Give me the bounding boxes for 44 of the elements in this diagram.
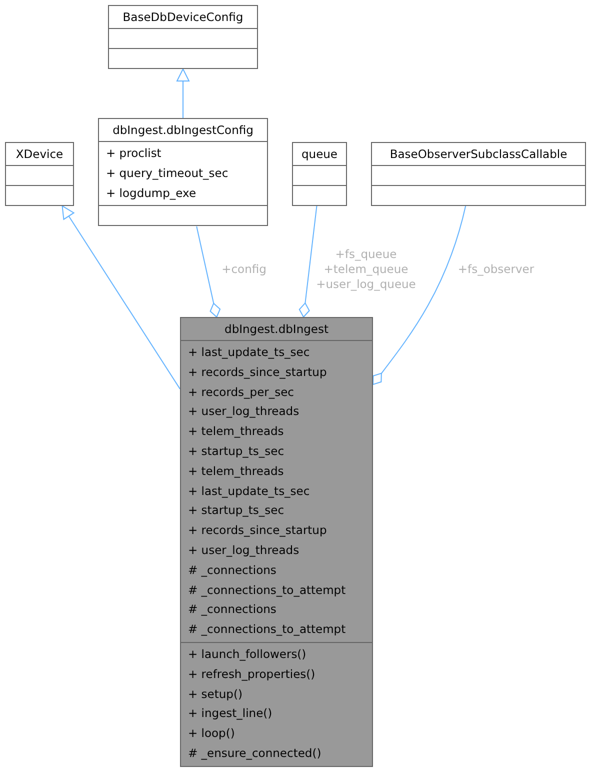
class-box xyxy=(98,118,268,226)
member-text: + startup_ts_sec xyxy=(188,502,286,520)
member-text: # _ensure_connected() xyxy=(188,744,322,762)
class-name: queue xyxy=(300,146,339,163)
member-text: + records_since_startup xyxy=(188,522,328,540)
class-name: XDevice xyxy=(14,146,64,163)
member-text: + setup() xyxy=(188,686,244,703)
class-box xyxy=(292,142,347,206)
member-text: + proclist xyxy=(106,145,162,162)
class-name: dbIngest.dbIngest xyxy=(224,321,330,338)
class-name: BaseDbDeviceConfig xyxy=(122,9,244,26)
aggregation-line xyxy=(372,206,466,385)
member-text: + refresh_properties() xyxy=(188,666,316,683)
inheritance-arrow xyxy=(176,68,190,118)
edge-label: +config xyxy=(222,262,266,277)
aggregation-line xyxy=(298,206,318,318)
member-text: + last_update_ts_sec xyxy=(188,482,311,500)
member-text: # _connections xyxy=(188,562,278,579)
class-box xyxy=(371,142,586,206)
member-text: + startup_ts_sec xyxy=(188,442,286,460)
edge-label: +fs_queue +telem_queue +user_log_queue xyxy=(316,247,416,292)
member-text: + last_update_ts_sec xyxy=(188,344,311,361)
inheritance-arrow xyxy=(62,206,180,390)
member-text: + loop() xyxy=(188,725,236,742)
member-text: + records_since_startup xyxy=(188,364,328,381)
member-text: + query_timeout_sec xyxy=(106,164,230,182)
member-text: # _connections_to_attempt xyxy=(188,621,347,638)
class-box xyxy=(108,5,258,69)
class-box xyxy=(5,142,74,206)
member-text: # _connections_to_attempt xyxy=(188,582,347,599)
member-text: + ingest_line() xyxy=(188,705,274,722)
member-text: + telem_threads xyxy=(188,462,285,480)
class-name: dbIngest.dbIngestConfig xyxy=(112,122,254,139)
member-text: + logdump_exe xyxy=(106,184,198,202)
class-box xyxy=(180,317,373,767)
class-name: BaseObserverSubclassCallable xyxy=(388,146,568,163)
aggregation-line xyxy=(196,226,221,318)
member-text: # _connections xyxy=(188,601,278,618)
edge-label: +fs_observer xyxy=(458,262,534,277)
member-text: + launch_followers() xyxy=(188,646,308,663)
member-text: + records_per_sec xyxy=(188,384,296,401)
member-text: + user_log_threads xyxy=(188,542,300,559)
member-text: + telem_threads xyxy=(188,423,285,440)
member-text: + user_log_threads xyxy=(188,403,300,420)
